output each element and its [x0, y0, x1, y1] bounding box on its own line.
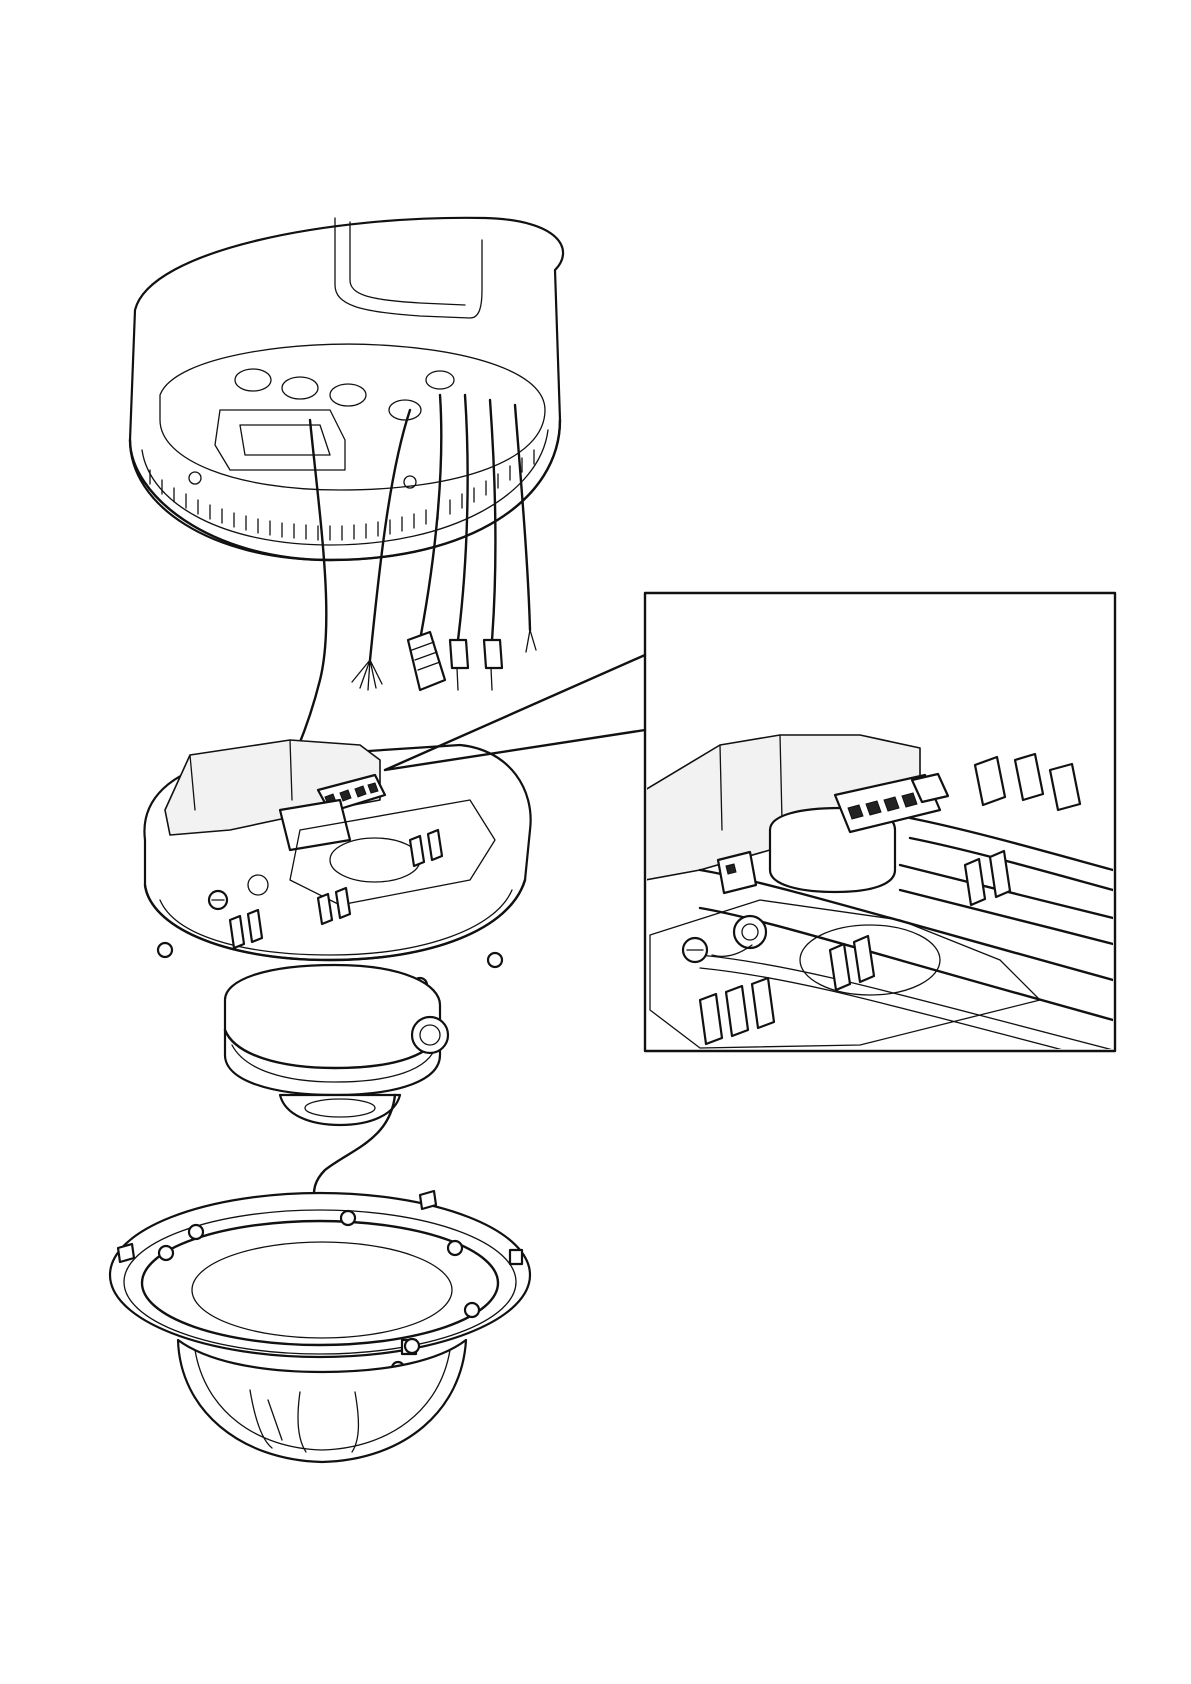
video-plug	[484, 640, 502, 690]
camera-module	[144, 740, 530, 1205]
lens-gimbal	[225, 965, 448, 1125]
rj45-connector	[408, 632, 445, 690]
back-box-housing	[130, 218, 563, 560]
dome-bubble-ring	[110, 1191, 530, 1462]
detail-zoom-view	[645, 735, 1113, 1063]
power-plug	[450, 640, 468, 690]
